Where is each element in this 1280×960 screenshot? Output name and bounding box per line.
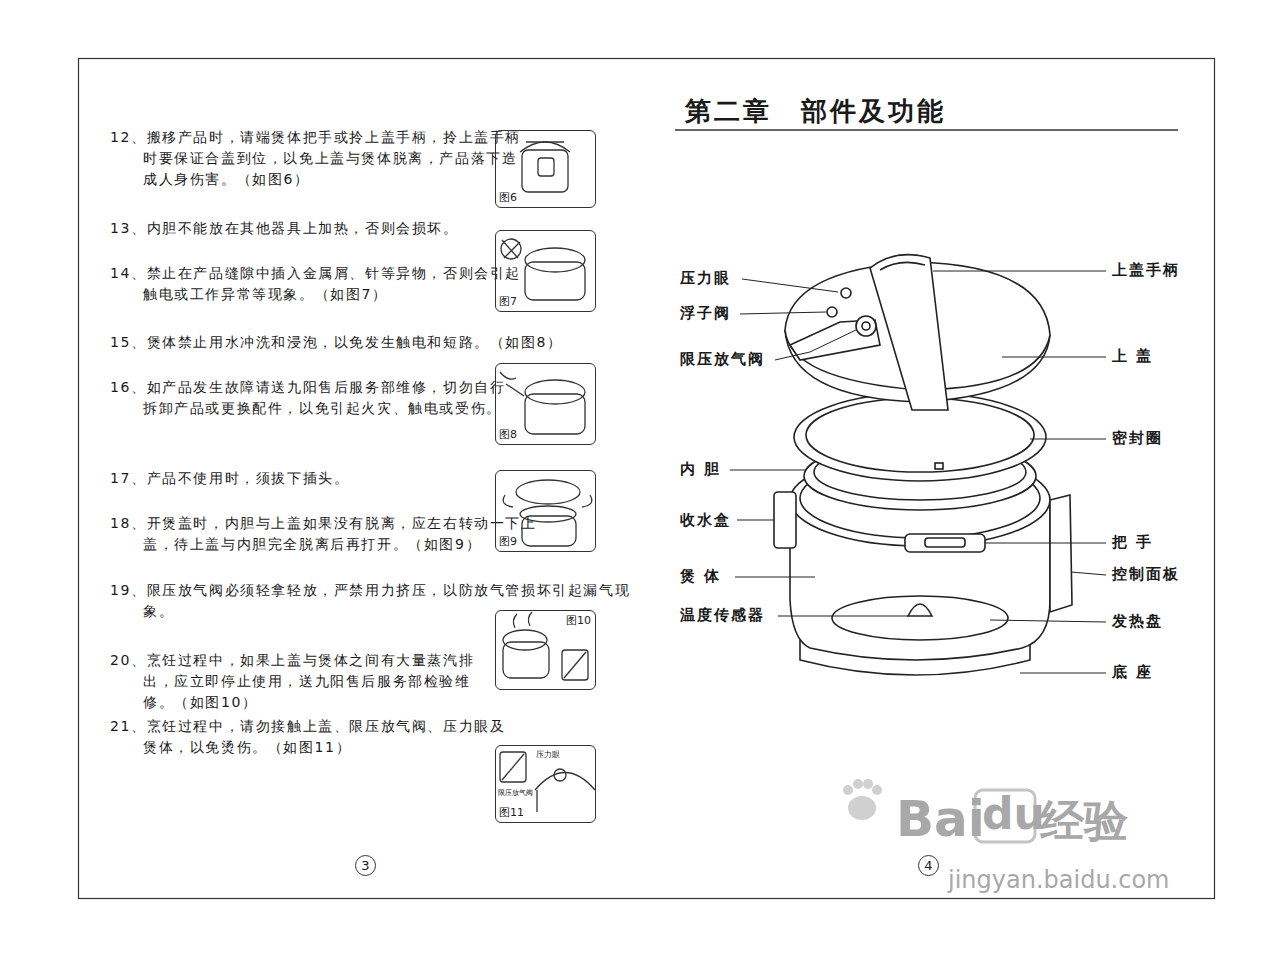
part-label: 煲 体 <box>680 567 721 586</box>
page-number-text: 4 <box>924 858 932 873</box>
figure-label: 压力眼 <box>536 749 560 760</box>
safety-item: 20、烹饪过程中，如果上盖与煲体之间有大量蒸汽排出，应立即停止使用，送九阳售后服… <box>110 650 488 713</box>
figure-label: 图6 <box>499 190 517 205</box>
safety-item: 21、烹饪过程中，请勿接触上盖、限压放气阀、压力眼及煲体，以免烫伤。（如图11） <box>110 716 518 758</box>
part-label: 浮子阀 <box>680 304 731 323</box>
part-label: 控制面板 <box>1112 565 1180 584</box>
safety-item: 14、禁止在产品缝隙中插入金属屑、针等异物，否则会引起触电或工作异常等现象。（如… <box>110 263 528 305</box>
part-label: 内 胆 <box>680 460 721 479</box>
watermark: du <box>982 788 1045 839</box>
figure-label: 限压放气阀 <box>498 788 533 798</box>
safety-item: 16、如产品发生故障请送九阳售后服务部维修，切勿自行拆卸产品或更换配件，以免引起… <box>110 377 518 419</box>
safety-item: 17、产品不使用时，须拔下插头。 <box>110 468 643 489</box>
figure-box: 压力眼限压放气阀图11 <box>495 745 596 823</box>
watermark: Bai <box>896 790 985 848</box>
safety-item: 15、煲体禁止用水冲洗和浸泡，以免发生触电和短路。（如图8） <box>110 332 643 353</box>
part-label: 限压放气阀 <box>680 350 765 369</box>
figure-label: 图8 <box>499 427 517 442</box>
page-number: 3 <box>355 855 376 876</box>
figure-label: 图9 <box>499 534 517 549</box>
page-number: 4 <box>918 855 939 876</box>
safety-item: 18、开煲盖时，内胆与上盖如果没有脱离，应左右转动一下上盖，待上盖与内胆完全脱离… <box>110 513 551 555</box>
part-label: 密封圈 <box>1112 429 1163 448</box>
watermark: jingyan.baidu.com <box>948 866 1169 894</box>
figure-box: 图9 <box>495 470 596 552</box>
part-label: 上盖手柄 <box>1112 261 1180 280</box>
page-number-text: 3 <box>361 858 369 873</box>
safety-item: 19、限压放气阀必须轻拿轻放，严禁用力挤压，以防放气管损坏引起漏气现象。 <box>110 580 643 622</box>
figure-label: 图10 <box>566 613 591 628</box>
figure-box: 图6 <box>495 130 596 208</box>
part-label: 发热盘 <box>1112 612 1163 631</box>
safety-item: 13、内胆不能放在其他器具上加热，否则会损坏。 <box>110 218 643 239</box>
part-label: 把 手 <box>1112 533 1153 552</box>
part-label: 底 座 <box>1112 663 1153 682</box>
part-label: 压力眼 <box>680 269 731 288</box>
part-label: 上 盖 <box>1112 347 1153 366</box>
figure-box: 图8 <box>495 363 596 445</box>
figure-box: 图7 <box>495 230 596 312</box>
safety-item: 12、搬移产品时，请端煲体把手或拎上盖手柄，拎上盖手柄时要保证合盖到位，以免上盖… <box>110 127 528 190</box>
part-label: 温度传感器 <box>680 606 765 625</box>
chapter-title: 第二章 部件及功能 <box>685 94 946 129</box>
figure-box: 图10 <box>495 610 596 690</box>
watermark: 经验 <box>1040 792 1128 851</box>
part-label: 收水盒 <box>680 511 731 530</box>
figure-label: 图11 <box>499 805 524 820</box>
figure-label: 图7 <box>499 294 517 309</box>
